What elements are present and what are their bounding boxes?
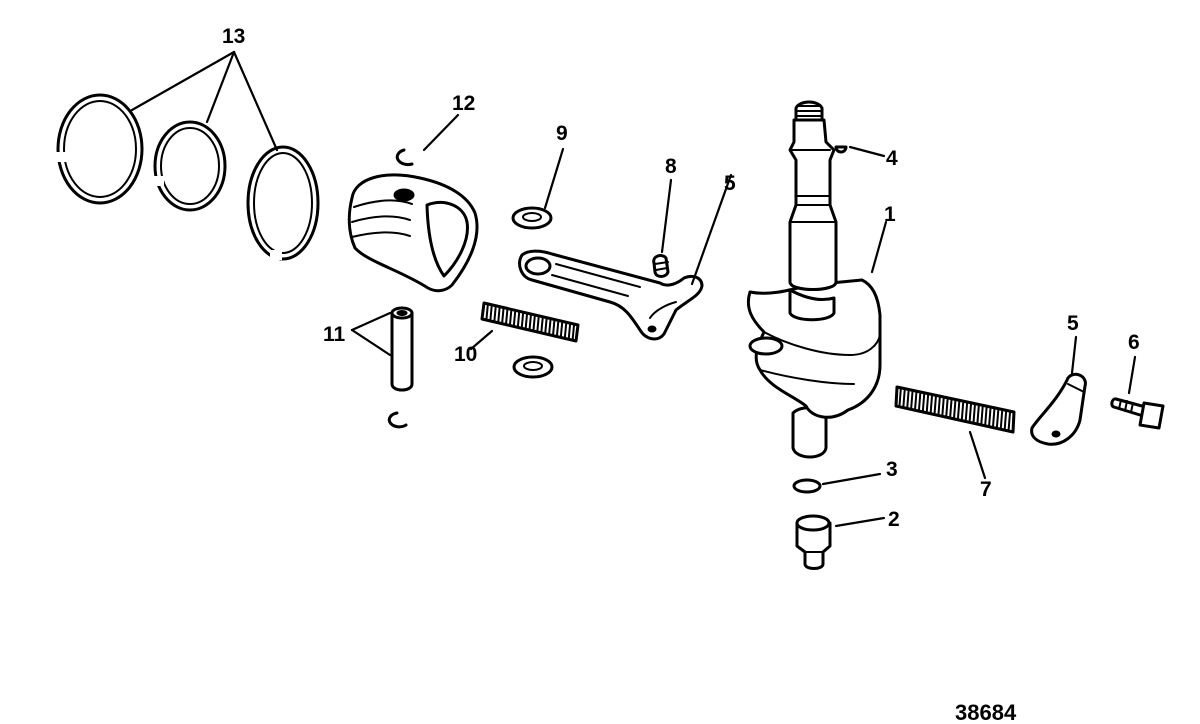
callout-11: 11 (323, 323, 346, 346)
leader-lines (130, 50, 1137, 528)
woodruff-key (834, 145, 848, 154)
callout-9: 9 (556, 122, 568, 145)
piston-pin (390, 306, 414, 392)
crankshaft (746, 100, 882, 459)
callout-12: 12 (452, 92, 475, 115)
callout-1: 1 (884, 203, 896, 226)
callout-labels: 13 12 9 8 5 4 1 11 10 5 6 3 7 2 (222, 25, 1140, 531)
callout-5-rod: 5 (724, 172, 736, 195)
drawing-number: 38684 (955, 700, 1017, 724)
upper-piston-pin-clip (395, 148, 414, 166)
lower-bushing (795, 514, 832, 570)
lower-thrust-washer (512, 355, 554, 379)
piston-ring-3 (246, 145, 320, 261)
o-ring (792, 478, 822, 494)
lower-piston-pin-clip (387, 411, 408, 429)
rod-cap (1030, 372, 1087, 446)
rod-cap-screw (652, 254, 670, 278)
rod-cap-bolt (1110, 397, 1165, 430)
callout-7: 7 (980, 478, 992, 501)
callout-10: 10 (454, 343, 477, 366)
callout-3: 3 (886, 458, 898, 481)
callout-2: 2 (888, 508, 900, 531)
piston (347, 173, 479, 293)
callout-8: 8 (665, 155, 677, 178)
crankpin-needle-bearing (894, 385, 1016, 434)
piston-rings (56, 93, 320, 261)
callout-5-cap: 5 (1067, 312, 1079, 335)
callout-6: 6 (1128, 331, 1140, 354)
wrist-pin-needle-bearing (480, 301, 580, 343)
connecting-rod (518, 249, 704, 341)
upper-thrust-washer (511, 206, 553, 230)
piston-ring-1 (56, 93, 144, 205)
piston-ring-2 (152, 120, 227, 212)
callout-13: 13 (222, 25, 245, 48)
callout-4: 4 (886, 147, 898, 170)
